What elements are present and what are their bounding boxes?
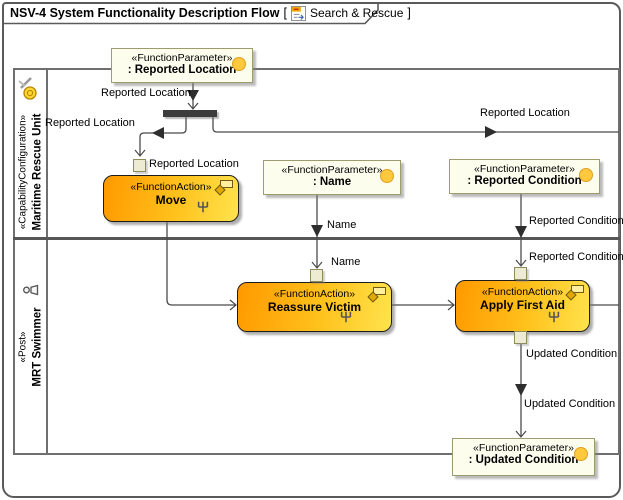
nsv-diagram-icon [290, 5, 306, 21]
flow-label-reported-location: Reported Location [101, 87, 191, 99]
rake-icon [197, 201, 209, 213]
stereotype-label: «FunctionParameter» [473, 442, 574, 454]
action-name: Apply First Aid [480, 298, 565, 312]
pin-label-reported-condition: Reported Condition [529, 251, 623, 263]
flow-label-updated-condition: Updated Condition [524, 398, 616, 410]
parameter-name: : Reported Condition [467, 175, 582, 187]
bracket-close: ] [407, 6, 411, 20]
flow-label-reported-location: Reported Location [45, 117, 135, 129]
pin-label-reported-location: Reported Location [149, 158, 239, 170]
stereotype-label: «FunctionAction» [130, 181, 212, 193]
output-pin-updated-condition[interactable] [514, 331, 527, 344]
parameter-icon [579, 168, 593, 182]
parameter-icon [574, 447, 588, 461]
action-window-icon [220, 180, 233, 188]
function-parameter-updated-condition[interactable]: «FunctionParameter» : Updated Condition [452, 438, 595, 476]
rake-icon [340, 311, 352, 323]
parameter-icon [232, 57, 246, 71]
input-pin-reported-condition[interactable] [514, 267, 527, 280]
swimlane-divider [13, 237, 620, 240]
partition-mrt-swimmer[interactable]: «Post» MRT Swimmer [18, 307, 45, 386]
partition-name: MRT Swimmer [31, 307, 44, 387]
partition-name: Maritime Rescue Unit [31, 113, 44, 231]
function-parameter-name[interactable]: «FunctionParameter» : Name [263, 160, 401, 195]
flow-label-name: Name [327, 219, 357, 231]
function-parameter-reported-condition[interactable]: «FunctionParameter» : Reported Condition [449, 159, 600, 194]
partition-stereotype: «CapabilityConfiguration» [17, 114, 29, 230]
diagram-title: NSV-4 System Functionality Description F… [10, 6, 280, 20]
action-reassure-victim[interactable]: «FunctionAction» Reassure Victim [237, 282, 392, 332]
diagram-context-name: Search & Rescue [309, 6, 404, 20]
capability-configuration-icon [18, 77, 37, 100]
stereotype-label: «FunctionAction» [273, 288, 356, 300]
stereotype-label: «FunctionAction» [481, 286, 564, 298]
pin-label-name: Name [331, 256, 361, 268]
input-pin-name[interactable] [310, 269, 323, 282]
flow-label-reported-condition: Reported Condition [529, 215, 623, 227]
parameter-icon [380, 169, 394, 183]
action-name: Move [155, 193, 187, 207]
fork-node[interactable] [163, 110, 217, 117]
parameter-name: : Updated Condition [468, 454, 579, 466]
flow-label-reported-location: Reported Location [480, 107, 570, 119]
rake-icon [548, 311, 560, 323]
person-icon [23, 284, 39, 296]
stereotype-label: «FunctionParameter» [474, 163, 575, 175]
function-parameter-reported-location[interactable]: «FunctionParameter» : Reported Location [111, 48, 253, 83]
action-apply-first-aid[interactable]: «FunctionAction» Apply First Aid [455, 280, 590, 332]
action-window-icon [373, 287, 386, 295]
parameter-name: : Name [312, 176, 352, 188]
swimlane-table [13, 68, 620, 455]
input-pin-reported-location[interactable] [133, 159, 146, 172]
parameter-name: : Reported Location [127, 64, 237, 76]
stereotype-label: «FunctionParameter» [131, 52, 233, 64]
partition-stereotype: «Post» [17, 331, 29, 363]
diagram-tab[interactable]: NSV-4 System Functionality Description F… [10, 5, 411, 21]
action-window-icon [571, 285, 584, 293]
stereotype-label: «FunctionParameter» [281, 164, 383, 176]
partition-maritime-rescue-unit[interactable]: «CapabilityConfiguration» Maritime Rescu… [18, 114, 45, 231]
swimlane-header-border [46, 68, 48, 455]
action-name: Reassure Victim [267, 300, 362, 314]
action-move[interactable]: «FunctionAction» Move [103, 175, 239, 222]
bracket-open: [ [283, 6, 287, 20]
pin-label-updated-condition: Updated Condition [526, 348, 618, 360]
